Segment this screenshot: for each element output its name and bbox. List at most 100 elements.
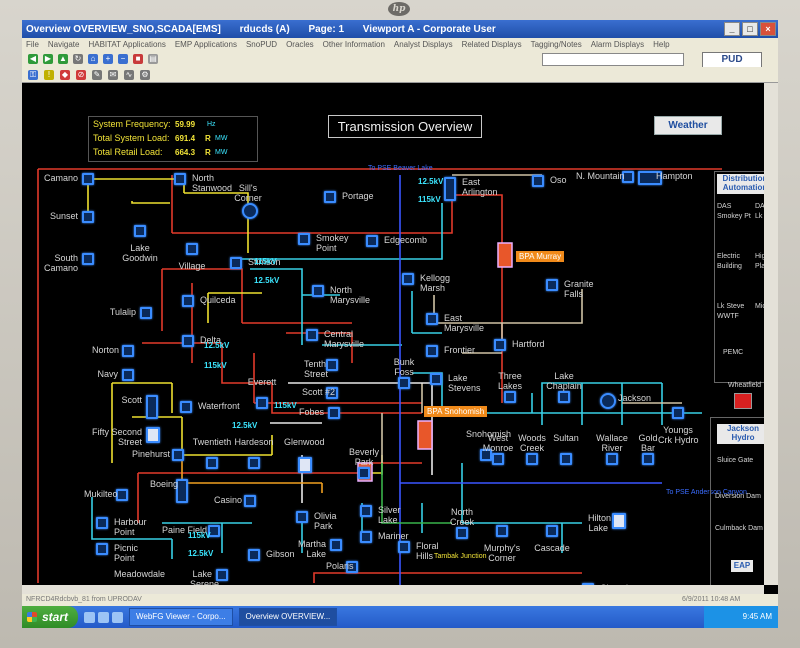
tag-icon[interactable]: ◆ xyxy=(60,69,70,80)
substation-harbour-point[interactable] xyxy=(96,517,108,529)
substation-gold-bar[interactable] xyxy=(642,453,654,465)
substation-edgecomb[interactable] xyxy=(366,235,378,247)
substation-snohomish[interactable] xyxy=(480,449,492,461)
da-item[interactable]: DAS Smokey Pt xyxy=(717,203,751,220)
substation-woods-creek[interactable] xyxy=(526,453,538,465)
task-overview[interactable]: Overview OVERVIEW... xyxy=(238,608,338,626)
jh-item[interactable]: Culmback Dam xyxy=(715,525,763,532)
substation-lake-stevens[interactable] xyxy=(430,373,442,385)
substation-navy[interactable] xyxy=(122,369,134,381)
print-icon[interactable]: ▤ xyxy=(148,54,158,64)
horizontal-scrollbar[interactable] xyxy=(22,585,764,594)
forward-icon[interactable]: ▶ xyxy=(43,54,53,64)
substation-hartford[interactable] xyxy=(494,339,506,351)
eap-button[interactable]: EAP xyxy=(731,560,753,572)
substation-central-marysville[interactable] xyxy=(306,329,318,341)
da-item[interactable]: DA Lk Goo xyxy=(755,203,764,220)
substation-polaris[interactable] xyxy=(346,561,358,573)
da-item[interactable]: Micro xyxy=(755,303,764,310)
menu-file[interactable]: File xyxy=(26,40,39,49)
vertical-scrollbar[interactable] xyxy=(764,83,778,585)
settings-icon[interactable]: ⚙ xyxy=(140,69,150,80)
substation-kellogg-marsh[interactable] xyxy=(402,273,414,285)
bpa-murray-label[interactable]: BPA Murray xyxy=(516,251,565,262)
substation-tenth-street[interactable] xyxy=(326,359,338,371)
menu-navigate[interactable]: Navigate xyxy=(47,40,80,49)
substation-oso[interactable] xyxy=(532,175,544,187)
substation-youngs-crk[interactable] xyxy=(672,407,684,419)
substation-beverly-park[interactable] xyxy=(358,467,370,479)
substation-hampton[interactable] xyxy=(638,171,662,185)
substation-gibson[interactable] xyxy=(248,549,260,561)
substation-mariner[interactable] xyxy=(360,531,372,543)
substation-lake-serene[interactable] xyxy=(216,569,228,581)
substation-fobes[interactable] xyxy=(328,407,340,419)
substation-hilton-lake[interactable] xyxy=(612,513,626,529)
weather-button[interactable]: Weather xyxy=(654,116,722,135)
substation-pinehurst[interactable] xyxy=(172,449,184,461)
task-webfg[interactable]: WebFG Viewer - Corpo... xyxy=(129,608,233,626)
menu-analyst[interactable]: Analyst Displays xyxy=(393,40,453,49)
substation-north-marysville[interactable] xyxy=(312,285,324,297)
refresh-icon[interactable]: ↻ xyxy=(73,54,83,64)
menu-alarm[interactable]: Alarm Displays xyxy=(590,40,645,49)
substation-casino[interactable] xyxy=(244,495,256,507)
display-name-field[interactable] xyxy=(542,53,684,66)
substation-picnic-point[interactable] xyxy=(96,543,108,555)
stop-icon[interactable]: ■ xyxy=(133,54,143,64)
substation-east-marysville[interactable] xyxy=(426,313,438,325)
substation-lake-chaplain[interactable] xyxy=(558,391,570,403)
substation-cascade[interactable] xyxy=(546,525,558,537)
substation-n-mountain[interactable] xyxy=(622,171,634,183)
substation-martha-lake[interactable] xyxy=(330,539,342,551)
substation-portage[interactable] xyxy=(324,191,336,203)
substation-sultan[interactable] xyxy=(560,453,572,465)
trend-icon[interactable]: ∿ xyxy=(124,69,134,80)
substation-waterfront[interactable] xyxy=(180,401,192,413)
da-item[interactable]: Lk Steve WWTF xyxy=(717,303,745,320)
substation-north-stanwood[interactable] xyxy=(174,173,186,185)
alarm-icon[interactable]: ! xyxy=(44,69,54,80)
substation-south-camano[interactable] xyxy=(82,253,94,265)
substation-murphys-corner[interactable] xyxy=(496,525,508,537)
substation-bunk-foss[interactable] xyxy=(398,377,410,389)
substation-frontier[interactable] xyxy=(426,345,438,357)
substation-sunset[interactable] xyxy=(82,211,94,223)
substation-hardeson[interactable] xyxy=(248,457,260,469)
bpa-snohomish-label[interactable]: BPA Snohomish xyxy=(424,406,488,417)
da-item[interactable]: PEMC xyxy=(723,349,744,356)
substation-silver-lake[interactable] xyxy=(360,505,372,517)
da-item[interactable]: Electric Building xyxy=(717,253,742,270)
substation-north-creek[interactable] xyxy=(456,527,468,539)
substation-lake-goodwin[interactable] xyxy=(134,225,146,237)
substation-olivia-park[interactable] xyxy=(296,511,308,523)
substation-quilceda[interactable] xyxy=(182,295,194,307)
menu-snopud[interactable]: SnoPUD xyxy=(245,40,278,49)
substation-granite-falls[interactable] xyxy=(546,279,558,291)
zoom-out-icon[interactable]: − xyxy=(118,54,128,64)
substation-jackson[interactable] xyxy=(600,393,616,409)
substation-paine-field[interactable] xyxy=(208,525,220,537)
substation-scott2[interactable] xyxy=(326,387,338,399)
substation-west-monroe[interactable] xyxy=(492,453,504,465)
substation-mukilteo[interactable] xyxy=(116,489,128,501)
substation-village[interactable] xyxy=(186,243,198,255)
substation-tulalip[interactable] xyxy=(140,307,152,319)
minimize-button[interactable]: _ xyxy=(724,22,740,36)
substation-floral-hills[interactable] xyxy=(398,541,410,553)
menu-related[interactable]: Related Displays xyxy=(461,40,522,49)
start-button[interactable]: start xyxy=(22,606,78,628)
quicklaunch-icon[interactable] xyxy=(98,611,109,623)
home-icon[interactable]: ⌂ xyxy=(88,54,98,64)
menu-help[interactable]: Help xyxy=(653,40,670,49)
substation-wallace-river[interactable] xyxy=(606,453,618,465)
substation-everett[interactable] xyxy=(256,397,268,409)
substation-camano[interactable] xyxy=(82,173,94,185)
no-entry-icon[interactable]: ⊘ xyxy=(76,69,86,80)
substation-delta[interactable] xyxy=(182,335,194,347)
substation-glenwood[interactable] xyxy=(298,457,312,473)
substation-sills-corner[interactable] xyxy=(242,203,258,219)
menu-other-info[interactable]: Other Information xyxy=(322,40,385,49)
substation-east-arlington[interactable] xyxy=(444,177,456,201)
lock-icon[interactable]: ⚿ xyxy=(28,69,38,80)
